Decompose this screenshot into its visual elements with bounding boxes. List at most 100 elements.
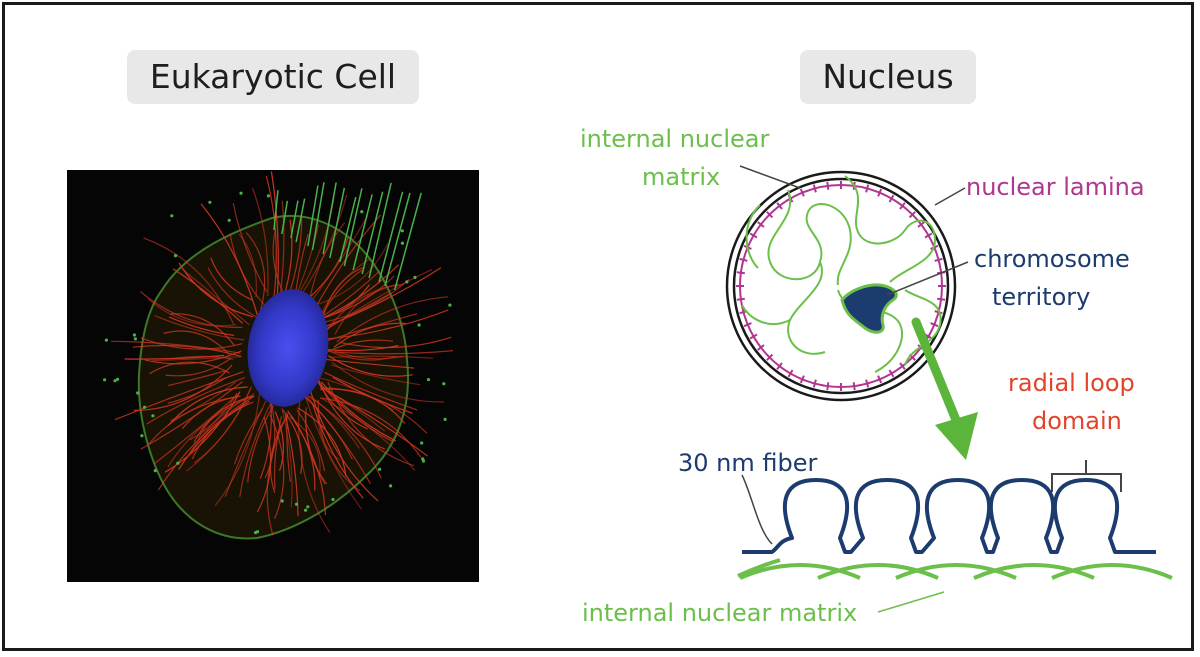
actin-fiber	[189, 392, 238, 441]
actin-fiber	[149, 361, 231, 375]
actin-fiber	[318, 270, 381, 320]
membrane-dot	[176, 461, 180, 465]
actin-fiber	[247, 405, 275, 483]
label-radial-loop-line1: radial loop	[1008, 369, 1135, 397]
membrane-dot	[405, 280, 409, 284]
actin-fiber	[313, 243, 389, 307]
leader-internal-matrix	[739, 165, 801, 189]
nuclear-envelope-outer	[725, 170, 957, 402]
membrane-dot	[239, 191, 243, 195]
actin-fiber	[320, 381, 397, 442]
actin-fiber	[140, 337, 243, 350]
label-internal-nuclear-matrix-line1: internal nuclear	[580, 125, 770, 153]
label-30nm-fiber: 30 nm fiber	[678, 449, 818, 477]
lamina-tick	[787, 369, 794, 378]
membrane-dot	[448, 303, 452, 307]
leader-nuclear-lamina	[934, 187, 966, 206]
membrane-dot	[417, 323, 421, 327]
cell-nucleus	[247, 289, 329, 407]
lamina-tick	[888, 369, 895, 378]
filopodium	[368, 182, 392, 279]
matrix-arc	[895, 563, 1017, 580]
lamina-tick	[899, 202, 906, 210]
leader-chromosome-territory	[886, 261, 969, 296]
label-nuclear-lamina: nuclear lamina	[966, 173, 1145, 201]
label-chromosome-line1: chromosome	[974, 245, 1130, 273]
membrane-dot	[153, 469, 157, 473]
bottom-matrix-arcs	[737, 558, 1173, 580]
actin-fiber	[191, 401, 254, 460]
actin-fiber	[309, 389, 379, 502]
actin-fiber	[114, 371, 244, 421]
actin-fiber	[304, 411, 326, 485]
actin-fiber	[323, 275, 395, 319]
membrane-dot	[400, 229, 404, 233]
membrane-dot	[420, 441, 424, 445]
lamina-tick	[739, 257, 748, 262]
label-internal-nuclear-matrix-bottom: internal nuclear matrix	[582, 599, 858, 627]
actin-fiber	[233, 408, 264, 465]
actin-fiber	[207, 267, 260, 320]
actin-fiber	[281, 407, 293, 508]
actin-fiber	[333, 322, 406, 348]
membrane-dot	[389, 484, 393, 488]
actin-fiber	[165, 357, 232, 377]
actin-fiber	[133, 364, 233, 411]
actin-fiber	[238, 233, 257, 298]
membrane-dot	[173, 254, 178, 258]
membrane-dot	[360, 210, 364, 214]
lamina-tick	[736, 297, 745, 301]
lamina-tick	[757, 344, 765, 351]
actin-fiber	[274, 411, 284, 471]
membrane-dot	[208, 200, 212, 204]
actin-fiber	[168, 316, 234, 336]
filopodium	[281, 200, 289, 235]
filopodium	[290, 200, 299, 239]
filopodium	[322, 182, 337, 255]
chromosome-territory-blob	[840, 283, 898, 334]
actin-fiber	[144, 350, 242, 365]
membrane-dot	[133, 337, 137, 341]
actin-fiber	[152, 356, 242, 362]
membrane-dot	[136, 391, 140, 395]
actin-fiber	[154, 315, 244, 341]
actin-fiber	[321, 397, 416, 472]
actin-fiber	[264, 399, 276, 479]
lamina-tick	[908, 211, 916, 219]
membrane-dot	[294, 502, 299, 506]
actin-fiber	[319, 397, 422, 458]
actin-fiber	[157, 395, 255, 491]
actin-fiber	[321, 387, 428, 434]
actin-fiber	[168, 369, 227, 387]
lamina-tick	[749, 333, 758, 340]
actin-fiber	[282, 409, 303, 474]
actin-fiber	[132, 344, 242, 358]
leader-matrix-bottom	[877, 591, 945, 613]
lamina-tick	[799, 188, 805, 197]
actin-fiber	[251, 187, 269, 297]
matrix-arc	[973, 563, 1095, 580]
membrane-dot	[170, 214, 174, 218]
actin-fiber	[266, 412, 290, 536]
lamina-tick	[776, 202, 783, 210]
filopodium	[273, 190, 279, 231]
filopodium	[361, 191, 384, 275]
chromatin-fiber-loops	[742, 478, 1156, 554]
actin-fiber	[163, 330, 230, 355]
membrane-dot	[142, 405, 147, 409]
actin-fiber	[146, 377, 246, 425]
lamina-tick	[924, 232, 933, 239]
actin-fiber	[331, 361, 445, 403]
actin-fiber	[312, 403, 364, 499]
actin-fiber	[210, 257, 253, 301]
actin-fiber	[336, 296, 449, 343]
actin-fiber	[139, 290, 243, 328]
actin-fiber	[193, 387, 252, 464]
actin-fiber	[326, 390, 429, 457]
actin-fiber	[317, 399, 361, 492]
membrane-dot	[266, 194, 270, 198]
actin-fiber	[303, 393, 372, 485]
membrane-dot	[115, 377, 120, 381]
lamina-tick	[776, 362, 783, 370]
